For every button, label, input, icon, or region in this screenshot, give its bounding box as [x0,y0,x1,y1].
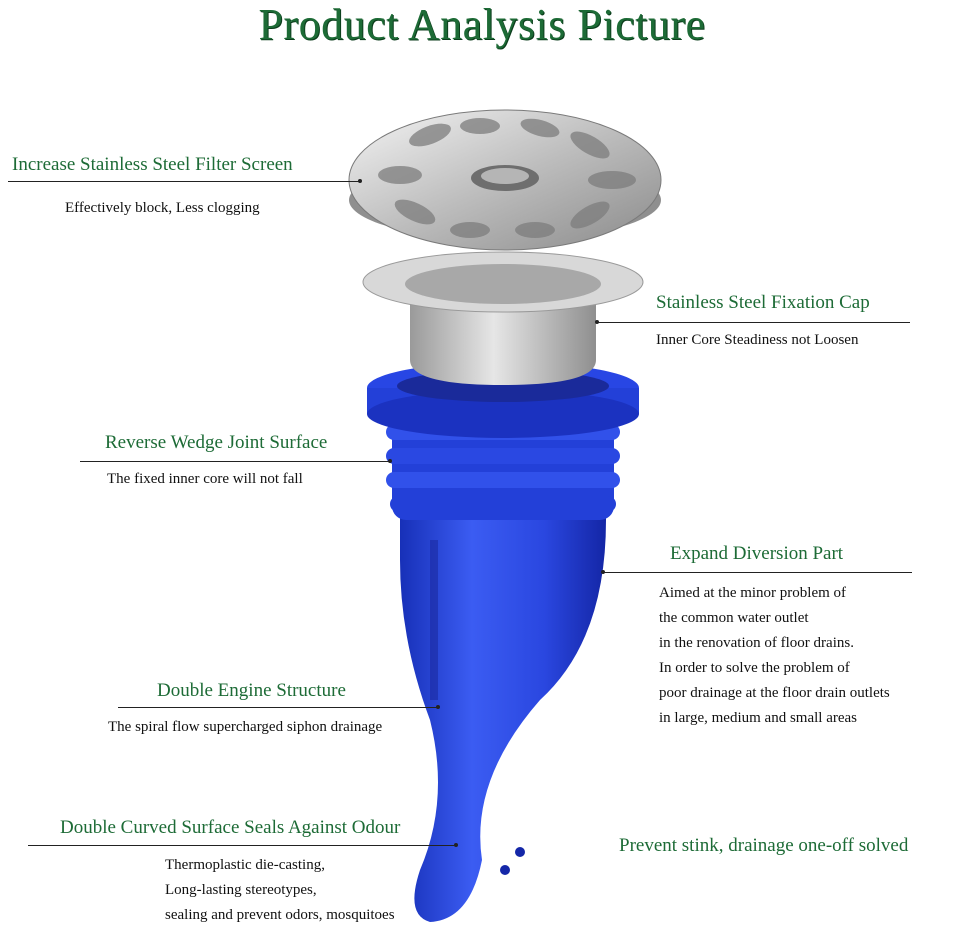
callout-double-engine-leader [118,707,438,708]
silicone-body [400,450,606,922]
callout-seals-leader [28,845,456,846]
callout-diversion-desc-3: in the renovation of floor drains. [659,635,854,651]
callout-fixation-cap-leader [598,322,910,323]
page-title: Product Analysis Picture [258,0,706,49]
callout-filter-screen-leader [8,181,360,182]
callout-seals-desc-1: Thermoplastic die-casting, [165,857,325,873]
callout-diversion-heading: Expand Diversion Part [670,543,844,564]
callout-diversion-desc-5: poor drainage at the floor drain outlets [659,685,890,701]
callout-wedge-joint-dot [388,459,392,463]
callout-double-engine-dot [436,705,440,709]
callout-diversion-leader [604,572,912,573]
callout-filter-screen-dot [358,179,362,183]
callout-diversion-desc-1: Aimed at the minor problem of [659,585,847,601]
callout-diversion-desc-4: In order to solve the problem of [659,660,850,676]
callout-double-engine-heading: Double Engine Structure [157,680,346,701]
callout-double-engine-desc: The spiral flow supercharged siphon drai… [108,719,383,735]
callout-filter-screen-heading: Increase Stainless Steel Filter Screen [12,154,293,175]
fixation-cap [362,251,644,385]
callout-fixation-cap-desc: Inner Core Steadiness not Loosen [656,332,859,348]
callout-seals-desc-3: sealing and prevent odors, mosquitoes [165,907,395,923]
tagline: Prevent stink, drainage one-off solved [619,835,909,856]
callout-wedge-joint-desc: The fixed inner core will not fall [107,471,303,487]
callout-wedge-joint-leader [80,461,390,462]
filter-screen [348,109,662,251]
callout-fixation-cap-heading: Stainless Steel Fixation Cap [656,292,870,313]
callout-seals-heading: Double Curved Surface Seals Against Odou… [60,817,401,838]
callout-wedge-joint-heading: Reverse Wedge Joint Surface [105,432,328,453]
callout-filter-screen-desc: Effectively block, Less clogging [65,200,260,216]
callout-diversion-desc-2: the common water outlet [659,610,809,626]
callout-seals-dot [454,843,458,847]
callout-fixation-cap-dot [595,320,599,324]
callout-diversion-dot [601,570,605,574]
callout-diversion-desc-6: in large, medium and small areas [659,710,857,726]
callout-seals-desc-2: Long-lasting stereotypes, [165,882,317,898]
